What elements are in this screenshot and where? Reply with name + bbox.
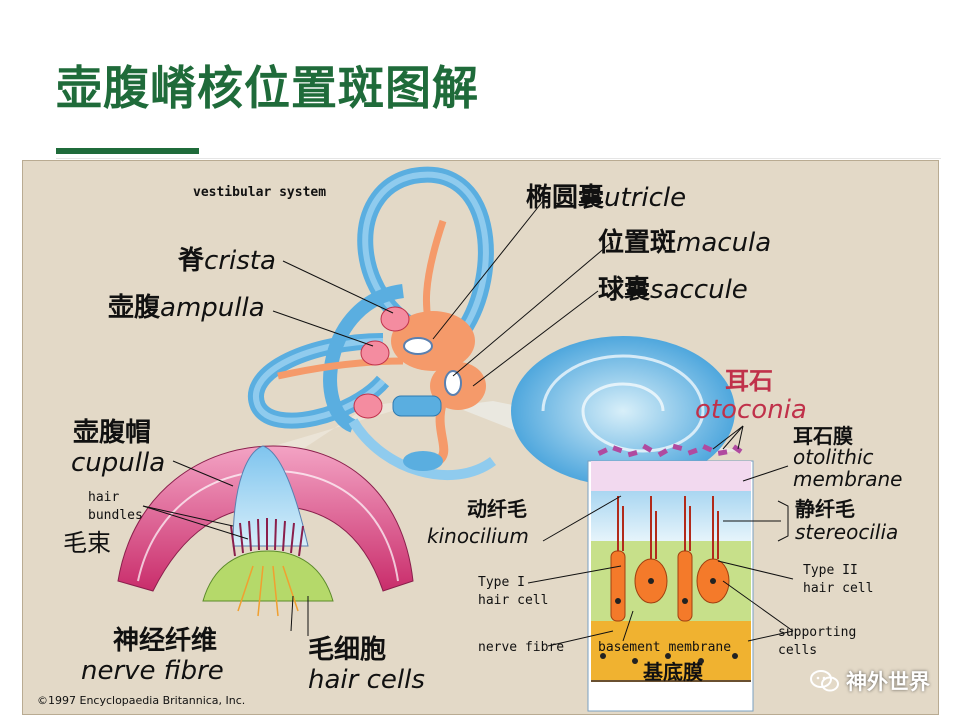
wechat-icon <box>810 669 840 693</box>
label-macula-zh: 位置斑 <box>598 227 676 258</box>
macula-detail <box>587 443 754 712</box>
vestibule-outline <box>348 418 496 480</box>
label-nerve-fibre-small: nerve fibre <box>478 640 564 655</box>
label-type2-line1: Type II <box>803 563 858 578</box>
label-ampulla-en: ampulla <box>160 293 265 323</box>
label-cupula-en: cupulla <box>71 448 165 478</box>
watermark: 神外世界 <box>810 666 930 696</box>
label-kinocilium-en: kinocilium <box>427 524 529 548</box>
label-utricle-en: utricle <box>604 183 686 213</box>
label-basement-membrane-zh: 基底膜 <box>643 660 703 684</box>
label-utricle: 椭圆囊utricle <box>526 183 686 213</box>
label-nerve-fibre-en: nerve fibre <box>81 656 224 686</box>
title-divider <box>56 158 941 159</box>
label-otolithic-zh: 耳石膜 <box>793 424 853 448</box>
label-crista-zh: 脊 <box>177 246 205 276</box>
label-macula: 位置斑macula <box>598 227 771 258</box>
label-crista: 脊crista <box>177 246 276 276</box>
semicircular-canals <box>248 166 494 433</box>
label-saccule-en: saccule <box>650 275 748 305</box>
page-title: 壶腹嵴核位置斑图解 <box>56 61 479 115</box>
label-nerve-fibre-zh: 神经纤维 <box>113 625 217 656</box>
endolymphatic-structures <box>277 219 486 465</box>
label-stereocilia-zh: 静纤毛 <box>795 497 855 521</box>
label-otoconia-en: otoconia <box>695 395 807 425</box>
vestibular-diagram: vestibular system 椭圆囊utricle 位置斑macula 球… <box>22 160 939 715</box>
label-hair-cells-en: hair cells <box>308 665 425 695</box>
label-saccule: 球囊saccule <box>598 275 748 305</box>
label-otolithic-en2: membrane <box>793 467 902 491</box>
label-basement-membrane: basement membrane <box>598 640 731 655</box>
label-macula-en: macula <box>676 228 771 258</box>
label-type1-line2: hair cell <box>478 593 548 608</box>
label-otolithic-en1: otolithic <box>793 445 874 469</box>
label-saccule-zh: 球囊 <box>598 275 650 305</box>
label-stereocilia-en: stereocilia <box>795 520 898 544</box>
label-type1-line1: Type I <box>478 575 525 590</box>
label-supporting-line2: cells <box>778 643 817 658</box>
label-ampulla-zh: 壶腹 <box>108 292 161 323</box>
label-cupula-zh: 壶腹帽 <box>73 417 151 448</box>
label-hair-bundles-zh: 毛束 <box>63 529 111 557</box>
label-utricle-zh: 椭圆囊 <box>526 183 604 213</box>
label-hair-cells-zh: 毛细胞 <box>308 634 386 665</box>
label-type2-line2: hair cell <box>803 581 873 596</box>
label-hair-bundles-line2: bundles <box>88 508 143 523</box>
caption-vestibular-system: vestibular system <box>193 185 326 200</box>
watermark-text: 神外世界 <box>846 670 930 694</box>
label-supporting-line1: supporting <box>778 625 856 640</box>
label-kinocilium-zh: 动纤毛 <box>467 497 527 521</box>
leader-lines <box>142 200 794 647</box>
label-otoconia-zh: 耳石 <box>725 367 773 395</box>
label-ampulla: 壶腹ampulla <box>108 292 265 323</box>
label-crista-en: crista <box>204 246 276 276</box>
copyright-text: ©1997 Encyclopaedia Britannica, Inc. <box>37 694 245 707</box>
ampulla-cross-section <box>117 445 414 617</box>
oval-window <box>403 451 443 471</box>
label-hair-bundles-line1: hair <box>88 490 119 505</box>
diagram-svg: vestibular system 椭圆囊utricle 位置斑macula 球… <box>37 166 902 712</box>
title-underline <box>56 148 199 154</box>
